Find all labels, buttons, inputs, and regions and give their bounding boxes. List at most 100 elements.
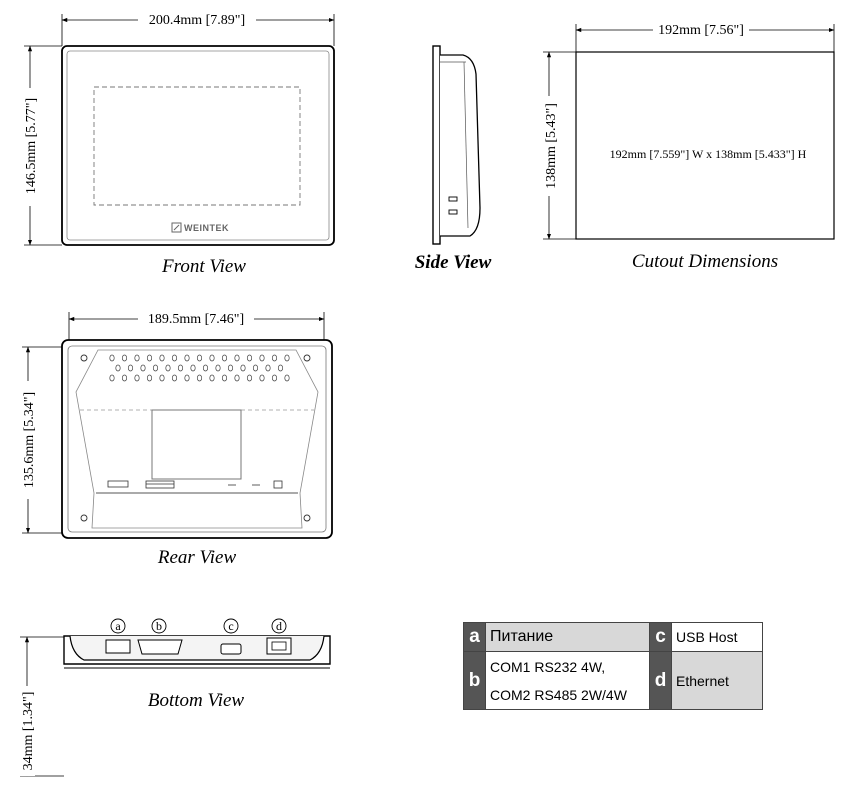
side-bezel bbox=[432, 45, 441, 245]
vent-hole bbox=[159, 374, 165, 382]
power-connector bbox=[105, 639, 131, 654]
vent-hole bbox=[196, 354, 203, 362]
vent-hole bbox=[152, 364, 159, 372]
rear-port-markings bbox=[107, 480, 283, 489]
vent-hole bbox=[202, 364, 209, 372]
cutout-inner-text: 192mm [7.559"] W x 138mm [5.433"] H bbox=[610, 147, 807, 161]
vent-hole bbox=[121, 374, 128, 382]
vent-hole bbox=[234, 354, 240, 362]
vent-hole bbox=[127, 364, 134, 372]
vent-hole bbox=[246, 374, 253, 382]
legend-text-ethernet: Ethernet bbox=[671, 651, 763, 710]
rear-screw bbox=[80, 514, 88, 522]
vent-hole bbox=[140, 364, 146, 372]
legend-row: a Питание c USB Host bbox=[463, 622, 763, 652]
vent-hole bbox=[277, 364, 284, 372]
rear-screw bbox=[80, 354, 88, 362]
bottom-view-caption: Bottom View bbox=[148, 690, 245, 711]
vent-hole bbox=[221, 374, 228, 382]
front-view: 200.4mm [7.89"] 146.5mm [5.77"] WEINTEK … bbox=[21, 11, 335, 277]
vent-hole bbox=[259, 374, 265, 382]
front-width-label: 200.4mm [7.89"] bbox=[149, 13, 245, 28]
cutout-height-label: 138mm [5.43"] bbox=[544, 103, 559, 189]
legend-text-com1: COM1 RS232 4W, bbox=[490, 658, 606, 675]
vent-hole bbox=[146, 374, 153, 382]
vent-hole bbox=[177, 364, 184, 372]
vent-hole bbox=[265, 364, 271, 372]
front-view-caption: Front View bbox=[161, 256, 246, 277]
rear-screw bbox=[303, 514, 311, 522]
rear-screw bbox=[303, 354, 311, 362]
vent-hole bbox=[171, 354, 178, 362]
rear-view: 189.5mm [7.46"] 135.6mm [5.34"] Rear Vie… bbox=[19, 310, 333, 568]
ethernet-connector bbox=[266, 637, 292, 655]
vent-hole bbox=[221, 354, 228, 362]
front-bezel bbox=[61, 45, 335, 246]
legend-key-b: b bbox=[463, 651, 486, 710]
port-label-b: b bbox=[151, 618, 167, 634]
vent-hole bbox=[234, 374, 240, 382]
vent-hole bbox=[134, 374, 140, 382]
bottom-view: 34mm [1.34"] a b c d Bottom View bbox=[18, 618, 331, 777]
vent-hole bbox=[215, 364, 221, 372]
vent-hole bbox=[121, 354, 128, 362]
vent-hole bbox=[209, 354, 215, 362]
vent-hole bbox=[209, 374, 215, 382]
svg-text:c: c bbox=[228, 619, 233, 633]
cutout-width-label: 192mm [7.56"] bbox=[658, 23, 744, 38]
port-label-d: d bbox=[271, 618, 287, 634]
side-body bbox=[440, 54, 481, 237]
legend-key-c: c bbox=[649, 622, 672, 652]
vent-hole bbox=[227, 364, 234, 372]
vent-hole bbox=[184, 354, 190, 362]
rear-view-caption: Rear View bbox=[157, 547, 237, 568]
front-display-area bbox=[93, 86, 301, 206]
vent-hole bbox=[271, 374, 278, 382]
svg-text:a: a bbox=[115, 619, 121, 633]
rear-width-label: 189.5mm [7.46"] bbox=[148, 312, 244, 327]
vent-hole bbox=[115, 364, 121, 372]
side-view-caption: Side View bbox=[415, 252, 492, 273]
vent-hole bbox=[190, 364, 196, 372]
vent-hole bbox=[240, 364, 246, 372]
vent-hole bbox=[284, 374, 290, 382]
svg-text:WEINTEK: WEINTEK bbox=[184, 223, 229, 233]
bottom-height-label: 34mm [1.34"] bbox=[21, 692, 36, 771]
port-label-c: c bbox=[223, 618, 239, 634]
port-legend-table: a Питание c USB Host b COM1 RS232 4W, CO… bbox=[463, 622, 763, 710]
rear-label-area bbox=[151, 409, 242, 480]
cutout-view: 192mm [7.56"] 138mm [5.43"] 192mm [7.559… bbox=[541, 21, 835, 272]
vent-hole bbox=[184, 374, 190, 382]
vent-hole bbox=[259, 354, 265, 362]
vent-hole bbox=[271, 354, 278, 362]
weintek-logo: WEINTEK bbox=[171, 222, 229, 233]
legend-row: b COM1 RS232 4W, COM2 RS485 2W/4W d Ethe… bbox=[463, 651, 763, 710]
legend-key-d: d bbox=[649, 651, 672, 710]
port-label-a: a bbox=[110, 618, 126, 634]
legend-text-com: COM1 RS232 4W, COM2 RS485 2W/4W bbox=[485, 651, 650, 710]
vent-hole bbox=[109, 354, 115, 362]
rear-vent-holes bbox=[109, 354, 290, 382]
vent-hole bbox=[109, 374, 115, 382]
legend-text-com2: COM2 RS485 2W/4W bbox=[490, 686, 627, 703]
cutout-rectangle bbox=[575, 51, 835, 240]
legend-text-power: Питание bbox=[485, 622, 650, 652]
vent-hole bbox=[284, 354, 290, 362]
com-port-connector bbox=[137, 639, 183, 655]
legend-text-usb-host: USB Host bbox=[671, 622, 763, 652]
usb-host-connector bbox=[220, 643, 242, 655]
cutout-caption: Cutout Dimensions bbox=[632, 251, 778, 272]
vent-hole bbox=[196, 374, 203, 382]
vent-hole bbox=[171, 374, 178, 382]
rear-height-label: 135.6mm [5.34"] bbox=[22, 392, 37, 488]
vent-hole bbox=[246, 354, 253, 362]
bottom-body bbox=[69, 635, 325, 661]
front-height-label: 146.5mm [5.77"] bbox=[24, 98, 39, 194]
side-view: Side View bbox=[415, 45, 492, 273]
vent-hole bbox=[252, 364, 259, 372]
vent-hole bbox=[159, 354, 165, 362]
svg-text:b: b bbox=[156, 619, 162, 633]
legend-key-a: a bbox=[463, 622, 486, 652]
vent-hole bbox=[165, 364, 171, 372]
